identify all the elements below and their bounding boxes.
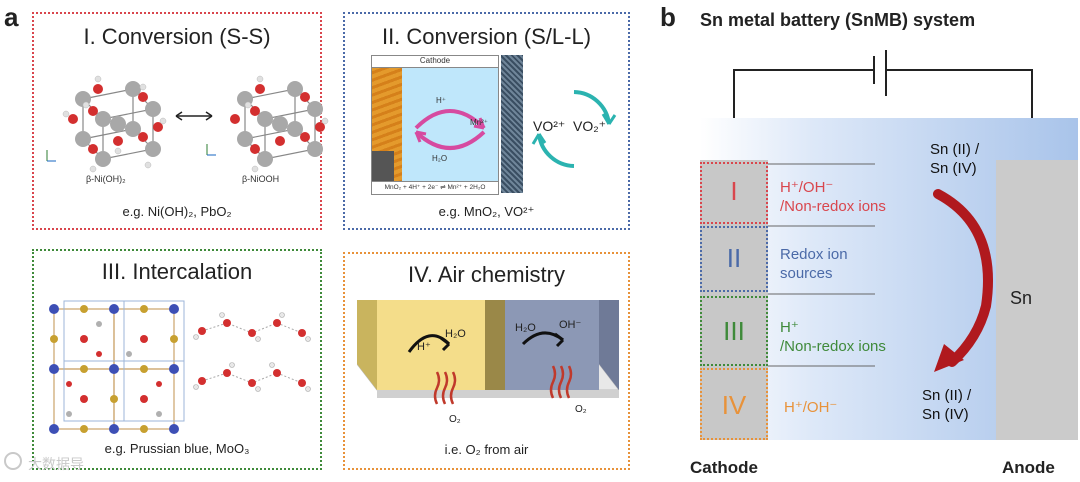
equation-label: MnO₂ + 4H⁺ + 2e⁻ ⇌ Mn²⁺ + 2H₂O bbox=[372, 181, 498, 194]
ni-ooh-structure-right bbox=[230, 75, 329, 173]
box-title: IV. Air chemistry bbox=[408, 262, 565, 287]
sn-anode-label: Sn bbox=[1009, 288, 1033, 308]
panel-b-letter: b bbox=[660, 2, 676, 32]
row-dividers bbox=[768, 163, 875, 367]
air-o2-left-label: O₂ bbox=[449, 414, 461, 425]
cathode-label: Cathode bbox=[419, 56, 451, 65]
axis-icon bbox=[206, 144, 216, 156]
box-example: e.g. Ni(OH)₂, PbO₂ bbox=[122, 204, 232, 219]
vo2-cycle-arrows bbox=[531, 90, 617, 168]
box-example: e.g. MnO₂, VO²⁺ bbox=[438, 204, 535, 219]
box-conversion-sll: II. Conversion (S/L-L) Cathode H⁺ Mn²⁺ H… bbox=[343, 12, 630, 230]
box-title: I. Conversion (S-S) bbox=[83, 24, 271, 49]
row-text-iv: H⁺/OH⁻ bbox=[784, 399, 838, 416]
panel-b-title: Sn metal battery (SnMB) system bbox=[700, 10, 976, 30]
sn-anode bbox=[996, 160, 1078, 440]
row-text-i: H⁺/OH⁻ /Non-redox ions bbox=[780, 179, 886, 215]
box-title: II. Conversion (S/L-L) bbox=[381, 24, 592, 49]
watermark-text: 大数据导 bbox=[28, 456, 84, 472]
panel-a-letter: a bbox=[4, 2, 19, 32]
air-o2-right-label: O₂ bbox=[575, 404, 587, 415]
double-arrow-icon bbox=[175, 111, 213, 121]
cathode-inset bbox=[372, 151, 394, 181]
moo3-water-chain bbox=[193, 312, 311, 392]
row-text-iii: H⁺ /Non-redox ions bbox=[780, 319, 886, 355]
box-conversion-ss: I. Conversion (S-S) β-Ni(OH)₂ β-NiOOH e.… bbox=[32, 12, 329, 230]
vo2p-label: VO₂⁺ bbox=[573, 118, 607, 134]
cathode-row-i bbox=[700, 162, 768, 224]
prussian-blue-lattice bbox=[49, 300, 185, 434]
box-intercalation: III. Intercalation e.g. Prussian blue, M… bbox=[32, 249, 322, 470]
redox-cycle-arrows bbox=[414, 109, 486, 150]
mn-label: Mn²⁺ bbox=[470, 118, 488, 127]
ni-oh-label: β-Ni(OH)₂ bbox=[86, 174, 126, 184]
vo2-label: VO²⁺ bbox=[533, 118, 566, 134]
air-h2o-left-label: H₂O bbox=[445, 328, 466, 340]
red-curved-arrow-icon bbox=[933, 189, 993, 372]
air-h2o-right-label: H₂O bbox=[515, 322, 536, 334]
cathode-row-iii bbox=[700, 296, 768, 366]
ni-ooh-label: β-NiOOH bbox=[242, 174, 280, 184]
axis-icon bbox=[46, 150, 56, 162]
cathode-schematic: Cathode H⁺ Mn²⁺ H₂O MnO₂ + 4H⁺ + 2e⁻ ⇌ M… bbox=[371, 55, 499, 195]
watermark-logo-icon bbox=[4, 452, 22, 470]
sn-species-top: Sn (II) / Sn (IV) bbox=[930, 141, 980, 177]
cathode-label: Cathode bbox=[690, 458, 758, 477]
row-roman-i: I bbox=[730, 176, 738, 206]
row-text-ii: Redox ion sources bbox=[780, 246, 848, 282]
row-roman-iv: IV bbox=[721, 390, 747, 420]
sn-species-bottom: Sn (II) / Sn (IV) bbox=[922, 387, 972, 423]
air-chemistry-schematic bbox=[357, 300, 619, 405]
cathode-row-iv bbox=[700, 368, 768, 440]
air-oh-label: OH⁻ bbox=[559, 319, 582, 331]
cathode-block bbox=[700, 160, 768, 440]
air-h-label: H⁺ bbox=[417, 341, 431, 353]
box-air-chemistry: IV. Air chemistry H⁺ H₂O H₂O OH⁻ O₂ O₂ i… bbox=[343, 252, 630, 470]
box-title: III. Intercalation bbox=[101, 259, 253, 284]
ni-oh-structure-left bbox=[62, 75, 167, 173]
h2o-label: H₂O bbox=[432, 154, 448, 163]
h-label: H⁺ bbox=[436, 96, 446, 105]
vo2-electrode bbox=[501, 55, 523, 193]
box-example: i.e. O₂ from air bbox=[444, 442, 529, 457]
box-example: e.g. Prussian blue, MoO₃ bbox=[104, 441, 250, 456]
cathode-row-ii bbox=[700, 226, 768, 292]
anode-label: Anode bbox=[1002, 458, 1055, 477]
row-roman-ii: II bbox=[726, 243, 742, 273]
row-roman-iii: III bbox=[723, 316, 745, 346]
